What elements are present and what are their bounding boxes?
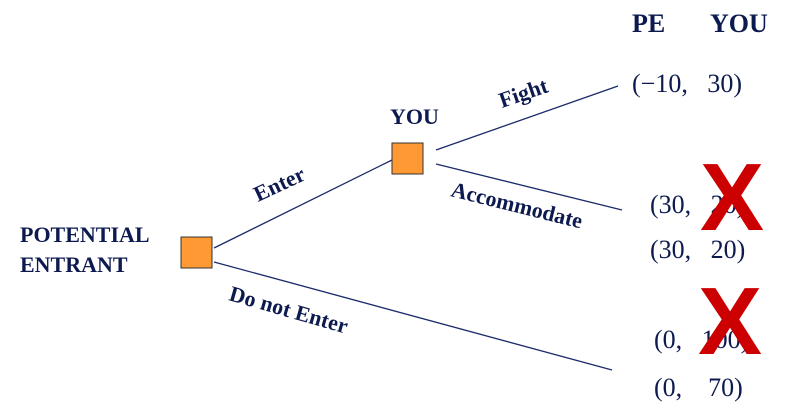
node-you	[391, 142, 424, 175]
node-potential-entrant	[180, 236, 213, 269]
edge-do-not-enter	[213, 261, 613, 371]
branch-label-fight: Fight	[495, 73, 551, 113]
branch-label-enter: Enter	[250, 161, 310, 206]
player-label-potential: POTENTIAL	[20, 222, 150, 247]
branch-label-do-not-enter: Do not Enter	[227, 281, 352, 339]
payoff-accommodate: (30, 20)	[650, 235, 745, 264]
edge-fight	[435, 85, 619, 151]
edge-accommodate	[435, 163, 623, 211]
cross-out-mark-accommodate: X	[700, 144, 764, 251]
edge-enter	[213, 159, 393, 249]
header-you: YOU	[710, 9, 768, 38]
header-pe: PE	[632, 9, 665, 38]
payoff-fight: (−10, 30)	[632, 69, 742, 98]
player-label-you: YOU	[390, 104, 439, 129]
payoff-do-not-enter-crossed: (0, 100)	[654, 325, 749, 354]
branch-label-accommodate: Accommodate	[449, 177, 586, 234]
player-label-entrant: ENTRANT	[20, 252, 128, 277]
payoff-accommodate-crossed: (30, 20)	[650, 190, 745, 219]
payoff-do-not-enter: (0, 70)	[654, 373, 743, 402]
cross-out-mark-do-not-enter: X	[698, 268, 762, 375]
